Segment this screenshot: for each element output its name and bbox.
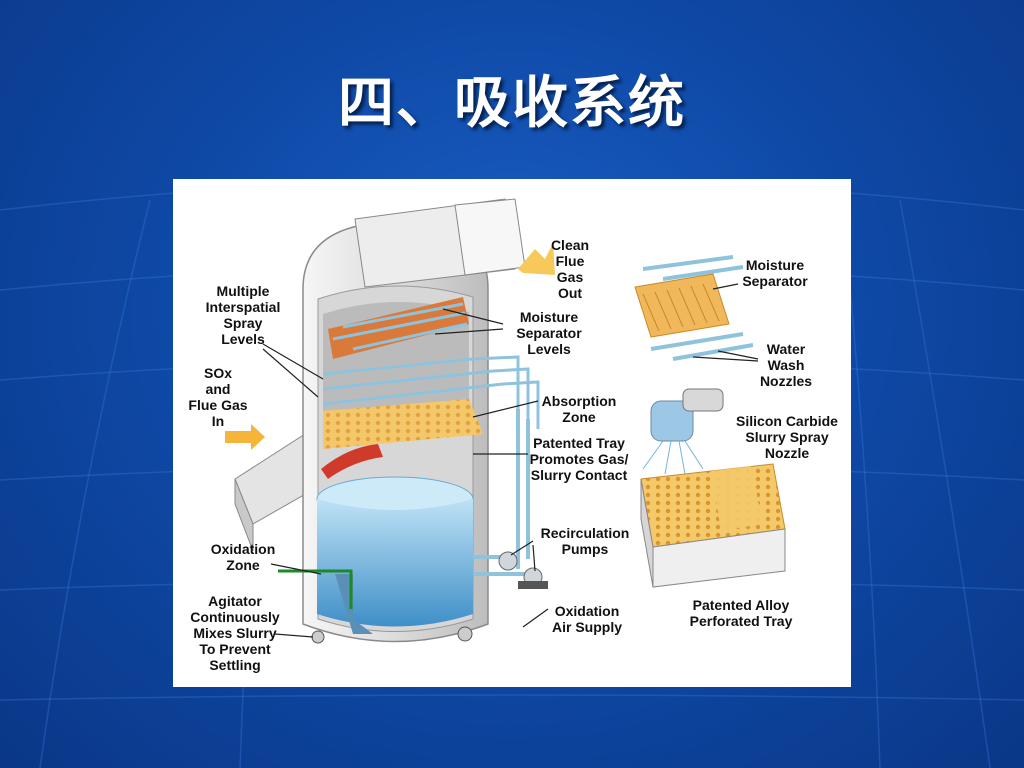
label-oxidation-air-supply: Oxidation Air Supply (551, 603, 622, 635)
slide-title: 四、吸收系统 (338, 70, 686, 136)
oxidation-slurry-tank (278, 476, 474, 634)
label-sox-flue-gas-in: SOx and Flue Gas In (188, 365, 248, 429)
inlet-baffle (321, 444, 383, 479)
label-moisture-separator: Moisture Separator (742, 257, 808, 289)
label-multiple-spray-levels: Multiple Interspatial Spray Levels (205, 283, 281, 347)
label-agitator: Agitator Continuously Mixes Slurry To Pr… (190, 593, 280, 673)
flue-gas-in-arrow (225, 424, 265, 450)
moisture-separator-detail (634, 255, 754, 361)
tank-fittings (311, 626, 473, 644)
perforated-tray-detail (640, 463, 786, 588)
label-silicon-carbide-nozzle: Silicon Carbide Slurry Spray Nozzle (736, 413, 838, 461)
label-moisture-separator-levels: Moisture Separator Levels (516, 309, 582, 357)
label-patented-alloy-tray: Patented Alloy Perforated Tray (689, 597, 793, 629)
absorption-tray (323, 399, 483, 449)
recirculation-pumps (498, 551, 548, 589)
moisture-separator-levels (328, 297, 469, 359)
flue-gas-inlet-duct (234, 433, 324, 552)
spray-nozzle-detail (642, 388, 724, 475)
leader-lines (262, 283, 759, 638)
clean-gas-out-arrow (518, 243, 555, 275)
label-oxidation-zone: Oxidation Zone (210, 541, 276, 573)
label-clean-flue-gas-out: Clean Flue Gas Out (550, 237, 590, 301)
absorber-diagram-panel: Clean Flue Gas Out Multiple Interspatial… (173, 179, 851, 687)
label-recirculation-pumps: Recirculation Pumps (540, 525, 630, 557)
spray-level-pipes (322, 355, 540, 429)
label-absorption-zone: Absorption Zone (541, 393, 617, 425)
label-patented-tray: Patented Tray Promotes Gas/ Slurry Conta… (529, 435, 629, 483)
absorber-illustration (225, 198, 786, 644)
label-water-wash-nozzles: Water Wash Nozzles (759, 341, 813, 389)
